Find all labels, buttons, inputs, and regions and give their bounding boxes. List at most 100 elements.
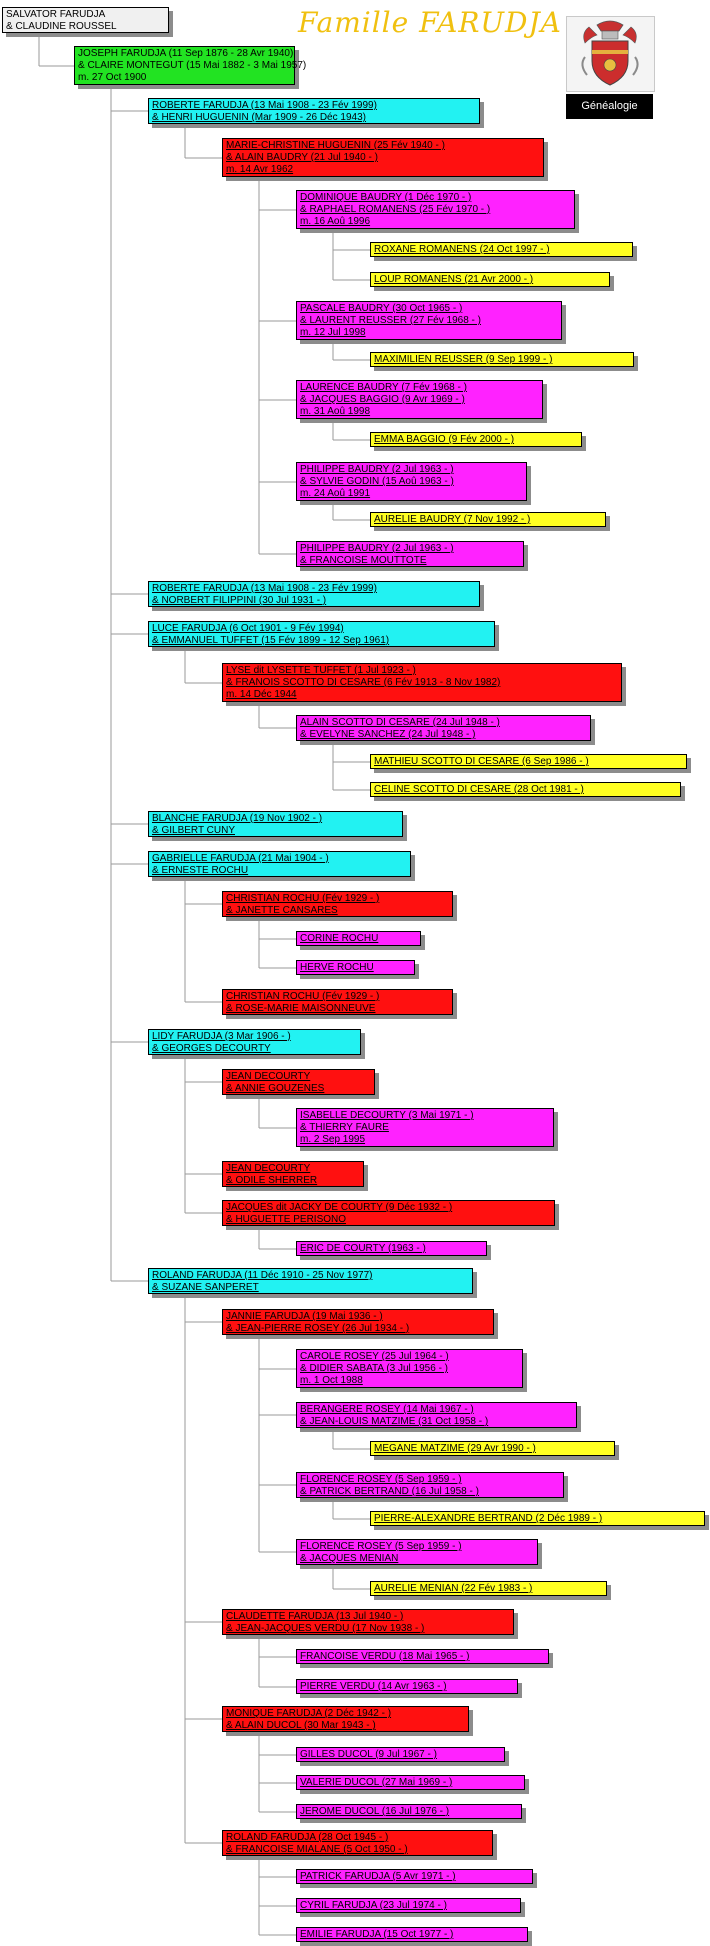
person-box-roland1[interactable]: ROLAND FARUDJA (11 Déc 1910 - 25 Nov 197… <box>148 1268 473 1294</box>
person-box-roberte2[interactable]: ROBERTE FARUDJA (13 Mai 1908 - 23 Fév 19… <box>148 581 480 607</box>
person-box-pascale[interactable]: PASCALE BAUDRY (30 Oct 1965 - )& LAURENT… <box>296 301 562 340</box>
marriage-date: m. 31 Aoû 1998 <box>300 406 371 417</box>
person-name: AURELIE BAUDRY (7 Nov 1992 - ) <box>374 514 531 525</box>
person-box-corine[interactable]: CORINE ROCHU <box>296 931 421 946</box>
person-box-megane[interactable]: MEGANE MATZIME (29 Avr 1990 - ) <box>370 1441 615 1456</box>
person-name: CAROLE ROSEY (25 Jul 1964 - ) <box>300 1351 449 1362</box>
spouse-name: & JEAN-LOUIS MATZIME (31 Oct 1958 - ) <box>300 1416 489 1427</box>
person-box-luce[interactable]: LUCE FARUDJA (6 Oct 1901 - 9 Fév 1994)& … <box>148 621 495 647</box>
spouse-name: & PATRICK BERTRAND (16 Jul 1958 - ) <box>300 1486 479 1497</box>
person-box-claudette[interactable]: CLAUDETTE FARUDJA (13 Jul 1940 - )& JEAN… <box>222 1609 514 1635</box>
person-box-roberte1[interactable]: ROBERTE FARUDJA (13 Mai 1908 - 23 Fév 19… <box>148 98 480 124</box>
person-box-berangere[interactable]: BERANGERE ROSEY (14 Mai 1967 - )& JEAN-L… <box>296 1402 577 1428</box>
person-box-philippe2[interactable]: PHILIPPE BAUDRY (2 Jul 1963 - )& FRANCOI… <box>296 541 524 567</box>
person-box-francoise-v[interactable]: FRANCOISE VERDU (18 Mai 1965 - ) <box>296 1649 549 1664</box>
person-name: CELINE SCOTTO DI CESARE (28 Oct 1981 - ) <box>374 784 584 795</box>
marriage-date: m. 24 Aoû 1991 <box>300 488 371 499</box>
person-box-pierre-alexandre[interactable]: PIERRE-ALEXANDRE BERTRAND (2 Déc 1989 - … <box>370 1511 705 1526</box>
person-name: HERVE ROCHU <box>300 962 374 973</box>
person-box-roxane[interactable]: ROXANE ROMANENS (24 Oct 1997 - ) <box>370 242 633 257</box>
spouse-name: & SYLVIE GODIN (15 Aoû 1963 - ) <box>300 476 454 487</box>
spouse-name: & ANNIE GOUZENES <box>226 1083 325 1094</box>
person-name: PATRICK FARUDJA (5 Avr 1971 - ) <box>300 1871 456 1882</box>
person-name: AURELIE MENIAN (22 Fév 1983 - ) <box>374 1583 533 1594</box>
person-box-florence1[interactable]: FLORENCE ROSEY (5 Sep 1959 - )& PATRICK … <box>296 1472 564 1498</box>
spouse-name: & FRANCOISE MOUTTOTE <box>300 555 427 566</box>
spouse-name: & JEAN-JACQUES VERDU (17 Nov 1938 - ) <box>226 1623 425 1634</box>
coat-of-arms-logo[interactable] <box>566 16 655 92</box>
person-box-blanche[interactable]: BLANCHE FARUDJA (19 Nov 1902 - )& GILBER… <box>148 811 403 837</box>
spouse-name: & CLAUDINE ROUSSEL <box>6 21 117 32</box>
person-name: FRANCOISE VERDU (18 Mai 1965 - ) <box>300 1651 470 1662</box>
person-box-lyse[interactable]: LYSE dit LYSETTE TUFFET (1 Jul 1923 - )&… <box>222 663 622 702</box>
person-name: ISABELLE DECOURTY (3 Mai 1971 - ) <box>300 1110 474 1121</box>
spouse-name: & ERNESTE ROCHU <box>152 865 249 876</box>
spouse-name: & ROSE-MARIE MAISONNEUVE <box>226 1003 376 1014</box>
person-box-lidy[interactable]: LIDY FARUDJA (3 Mar 1906 - )& GEORGES DE… <box>148 1029 361 1055</box>
spouse-name: & EMMANUEL TUFFET (15 Fév 1899 - 12 Sep … <box>152 635 390 646</box>
person-box-loup[interactable]: LOUP ROMANENS (21 Avr 2000 - ) <box>370 272 610 287</box>
person-box-christian1[interactable]: CHRISTIAN ROCHU (Fév 1929 - )& JANETTE C… <box>222 891 453 917</box>
person-name: LIDY FARUDJA (3 Mar 1906 - ) <box>152 1031 291 1042</box>
person-name: PIERRE-ALEXANDRE BERTRAND (2 Déc 1989 - … <box>374 1513 603 1524</box>
person-box-eric[interactable]: ERIC DE COURTY (1963 - ) <box>296 1241 487 1256</box>
person-box-jacques-jacky[interactable]: JACQUES dit JACKY DE COURTY (9 Déc 1932 … <box>222 1200 555 1226</box>
person-box-emma[interactable]: EMMA BAGGIO (9 Fév 2000 - ) <box>370 432 582 447</box>
person-name: MONIQUE FARUDJA (2 Déc 1942 - ) <box>226 1708 392 1719</box>
person-box-dominique[interactable]: DOMINIQUE BAUDRY (1 Déc 1970 - )& RAPHAE… <box>296 190 575 229</box>
person-name: FLORENCE ROSEY (5 Sep 1959 - ) <box>300 1474 462 1485</box>
person-name: ALAIN SCOTTO DI CESARE (24 Jul 1948 - ) <box>300 717 500 728</box>
person-box-marie-christine[interactable]: MARIE-CHRISTINE HUGUENIN (25 Fév 1940 - … <box>222 138 544 177</box>
person-box-patrick[interactable]: PATRICK FARUDJA (5 Avr 1971 - ) <box>296 1869 533 1884</box>
person-box-valerie[interactable]: VALERIE DUCOL (27 Mai 1969 - ) <box>296 1775 525 1790</box>
person-name: LAURENCE BAUDRY (7 Fév 1968 - ) <box>300 382 467 393</box>
person-name: PIERRE VERDU (14 Avr 1963 - ) <box>300 1681 447 1692</box>
person-box-laurence[interactable]: LAURENCE BAUDRY (7 Fév 1968 - )& JACQUES… <box>296 380 543 419</box>
person-box-gabrielle[interactable]: GABRIELLE FARUDJA (21 Mai 1904 - )& ERNE… <box>148 851 411 877</box>
person-box-isabelle[interactable]: ISABELLE DECOURTY (3 Mai 1971 - )& THIER… <box>296 1108 554 1147</box>
person-name: PASCALE BAUDRY (30 Oct 1965 - ) <box>300 303 463 314</box>
spouse-name: & HUGUETTE PERISONO <box>226 1214 347 1225</box>
marriage-date: m. 12 Jul 1998 <box>300 327 366 338</box>
person-name: ROLAND FARUDJA (11 Déc 1910 - 25 Nov 197… <box>152 1270 373 1281</box>
person-name: CORINE ROCHU <box>300 933 379 944</box>
person-name: JEAN DECOURTY <box>226 1071 311 1082</box>
spouse-name: & NORBERT FILIPPINI (30 Jul 1931 - ) <box>152 595 327 606</box>
person-name: VALERIE DUCOL (27 Mai 1969 - ) <box>300 1777 453 1788</box>
person-box-gilles[interactable]: GILLES DUCOL (9 Jul 1967 - ) <box>296 1747 505 1762</box>
genealogy-button[interactable]: Généalogie <box>566 94 653 119</box>
person-box-roland2[interactable]: ROLAND FARUDJA (28 Oct 1945 - )& FRANCOI… <box>222 1830 493 1856</box>
person-box-philippe1[interactable]: PHILIPPE BAUDRY (2 Jul 1963 - )& SYLVIE … <box>296 462 527 501</box>
person-name: PHILIPPE BAUDRY (2 Jul 1963 - ) <box>300 543 454 554</box>
marriage-date: m. 14 Déc 1944 <box>226 689 297 700</box>
person-box-maximilien[interactable]: MAXIMILIEN REUSSER (9 Sep 1999 - ) <box>370 352 634 367</box>
person-name: ROXANE ROMANENS (24 Oct 1997 - ) <box>374 244 550 255</box>
person-box-mathieu[interactable]: MATHIEU SCOTTO DI CESARE (6 Sep 1986 - ) <box>370 754 687 769</box>
person-box-celine[interactable]: CELINE SCOTTO DI CESARE (28 Oct 1981 - ) <box>370 782 681 797</box>
person-name: JANNIE FARUDJA (19 Mai 1936 - ) <box>226 1311 383 1322</box>
person-box-aurelie-m[interactable]: AURELIE MENIAN (22 Fév 1983 - ) <box>370 1581 607 1596</box>
person-box-jannie[interactable]: JANNIE FARUDJA (19 Mai 1936 - )& JEAN-PI… <box>222 1309 494 1335</box>
person-box-emilie[interactable]: EMILIE FARUDJA (15 Oct 1977 - ) <box>296 1927 528 1942</box>
person-box-jerome[interactable]: JEROME DUCOL (16 Jul 1976 - ) <box>296 1804 522 1819</box>
spouse-name: & ALAIN DUCOL (30 Mar 1943 - ) <box>226 1720 376 1731</box>
person-box-pierre-v[interactable]: PIERRE VERDU (14 Avr 1963 - ) <box>296 1679 518 1694</box>
person-name: MARIE-CHRISTINE HUGUENIN (25 Fév 1940 - … <box>226 140 445 151</box>
person-box-alain-scotto[interactable]: ALAIN SCOTTO DI CESARE (24 Jul 1948 - )&… <box>296 715 591 741</box>
person-box-carole[interactable]: CAROLE ROSEY (25 Jul 1964 - )& DIDIER SA… <box>296 1349 523 1388</box>
person-box-herve[interactable]: HERVE ROCHU <box>296 960 415 975</box>
spouse-name: & FRANCOISE MIALANE (5 Oct 1950 - ) <box>226 1844 408 1855</box>
person-name: MEGANE MATZIME (29 Avr 1990 - ) <box>374 1443 536 1454</box>
person-box-jean1[interactable]: JEAN DECOURTY& ANNIE GOUZENES <box>222 1069 375 1095</box>
marriage-date: m. 2 Sep 1995 <box>300 1134 366 1145</box>
person-box-cyril[interactable]: CYRIL FARUDJA (23 Jul 1974 - ) <box>296 1898 521 1913</box>
person-box-florence2[interactable]: FLORENCE ROSEY (5 Sep 1959 - )& JACQUES … <box>296 1539 538 1565</box>
person-box-monique[interactable]: MONIQUE FARUDJA (2 Déc 1942 - )& ALAIN D… <box>222 1706 469 1732</box>
person-name: BLANCHE FARUDJA (19 Nov 1902 - ) <box>152 813 323 824</box>
person-box-aurelie-b[interactable]: AURELIE BAUDRY (7 Nov 1992 - ) <box>370 512 606 527</box>
spouse-name: & JACQUES BAGGIO (9 Avr 1969 - ) <box>300 394 465 405</box>
marriage-date: m. 27 Oct 1900 <box>78 72 147 83</box>
spouse-name: & THIERRY FAURE <box>300 1122 389 1133</box>
person-box-jean2[interactable]: JEAN DECOURTY& ODILE SHERRER <box>222 1161 364 1187</box>
person-box-christian2[interactable]: CHRISTIAN ROCHU (Fév 1929 - )& ROSE-MARI… <box>222 989 453 1015</box>
